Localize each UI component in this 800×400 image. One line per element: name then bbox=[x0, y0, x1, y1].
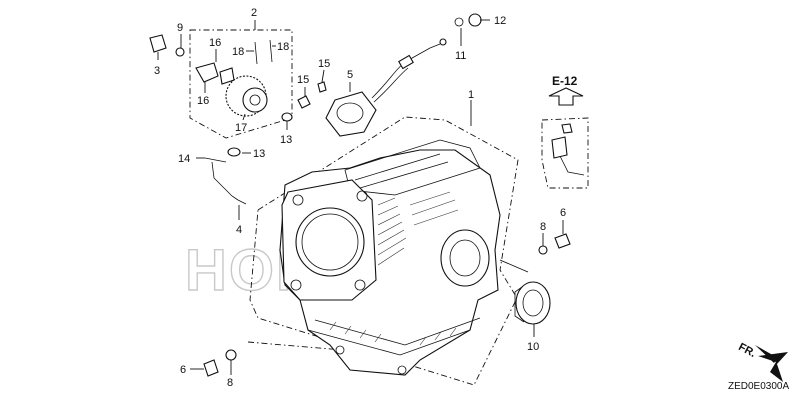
callout-3[interactable]: 3 bbox=[154, 65, 160, 77]
bolt-washer-6-8-right bbox=[538, 233, 571, 255]
drain-plug bbox=[454, 13, 482, 27]
bolt-15 bbox=[297, 81, 327, 109]
callout-6-left[interactable]: 6 bbox=[180, 364, 186, 376]
callout-9[interactable]: 9 bbox=[177, 22, 183, 34]
oil-level-switch bbox=[325, 38, 447, 137]
callout-1[interactable]: 1 bbox=[468, 89, 474, 101]
callout-16-upper[interactable]: 16 bbox=[209, 37, 221, 49]
governor-gear bbox=[225, 75, 268, 117]
callout-6-right[interactable]: 6 bbox=[560, 207, 566, 219]
bolt-washer-6-8-left bbox=[203, 349, 237, 377]
oil-seal bbox=[514, 281, 551, 325]
callout-15-right[interactable]: 15 bbox=[318, 58, 330, 70]
reference-detail bbox=[541, 87, 589, 189]
callout-12[interactable]: 12 bbox=[494, 15, 506, 27]
breather-hardware bbox=[149, 34, 185, 57]
reference-label[interactable]: E-12 bbox=[552, 74, 578, 88]
callout-13-upper[interactable]: 13 bbox=[280, 134, 292, 146]
callout-2[interactable]: 2 bbox=[251, 7, 257, 19]
direction-arrow bbox=[755, 345, 788, 382]
callout-8-left[interactable]: 8 bbox=[227, 377, 233, 389]
direction-label: FR. bbox=[736, 341, 757, 360]
callout-5[interactable]: 5 bbox=[347, 69, 353, 81]
governor-weight bbox=[195, 62, 235, 85]
governor-arm-4 bbox=[204, 157, 247, 205]
callout-11[interactable]: 11 bbox=[455, 50, 466, 62]
callout-15-left[interactable]: 15 bbox=[297, 74, 309, 86]
callout-18-left[interactable]: 18 bbox=[232, 46, 244, 58]
callout-13-lower[interactable]: 13 bbox=[253, 148, 265, 160]
leader-lines bbox=[157, 19, 564, 375]
callout-16-lower[interactable]: 16 bbox=[197, 95, 209, 107]
callout-14[interactable]: 14 bbox=[178, 153, 190, 165]
callout-18-right[interactable]: 18 bbox=[277, 41, 289, 53]
governor-pins bbox=[254, 39, 273, 65]
assembly-boundary bbox=[249, 116, 519, 386]
callout-8-right[interactable]: 8 bbox=[540, 221, 546, 233]
callout-17[interactable]: 17 bbox=[235, 122, 247, 134]
callout-4[interactable]: 4 bbox=[236, 224, 242, 236]
crankcase-body bbox=[279, 139, 501, 376]
callout-10[interactable]: 10 bbox=[527, 341, 539, 353]
diagram-code: ZED0E0300A bbox=[728, 381, 789, 392]
governor-group-boundary bbox=[189, 29, 293, 139]
callouts: 1 2 3 4 5 6 6 8 8 9 10 11 12 13 13 14 15… bbox=[154, 7, 566, 389]
